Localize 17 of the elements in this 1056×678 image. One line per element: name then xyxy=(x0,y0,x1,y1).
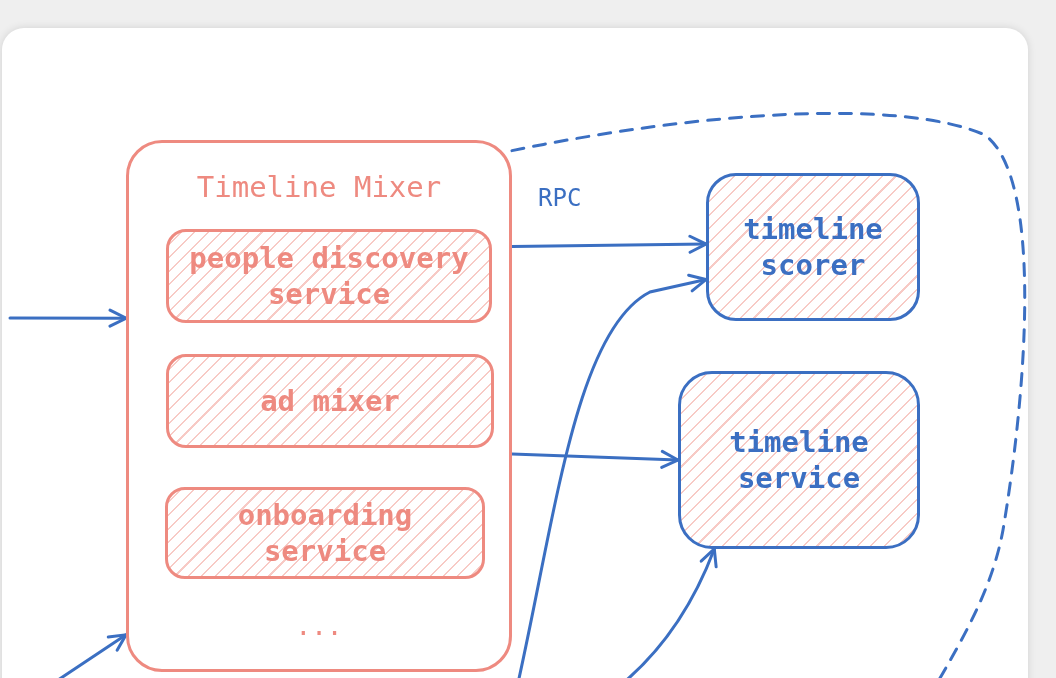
box-label: ad mixer xyxy=(260,382,400,420)
box-label: people discovery service xyxy=(188,239,470,313)
container-title: Timeline Mixer xyxy=(196,169,442,206)
arrow xyxy=(8,308,128,328)
box-label: onboarding service xyxy=(236,496,414,570)
arrow xyxy=(510,234,708,254)
container-box xyxy=(126,140,512,672)
dashed-line xyxy=(510,111,1027,678)
service-box xyxy=(678,371,920,549)
service-box xyxy=(706,173,920,321)
ellipsis-text: ... xyxy=(295,613,343,639)
service-box xyxy=(165,487,485,579)
service-box xyxy=(166,229,492,323)
service-box xyxy=(166,354,494,448)
box-label: timeline service xyxy=(728,423,870,497)
arrow xyxy=(510,449,680,469)
box-label: timeline scorer xyxy=(742,210,884,284)
